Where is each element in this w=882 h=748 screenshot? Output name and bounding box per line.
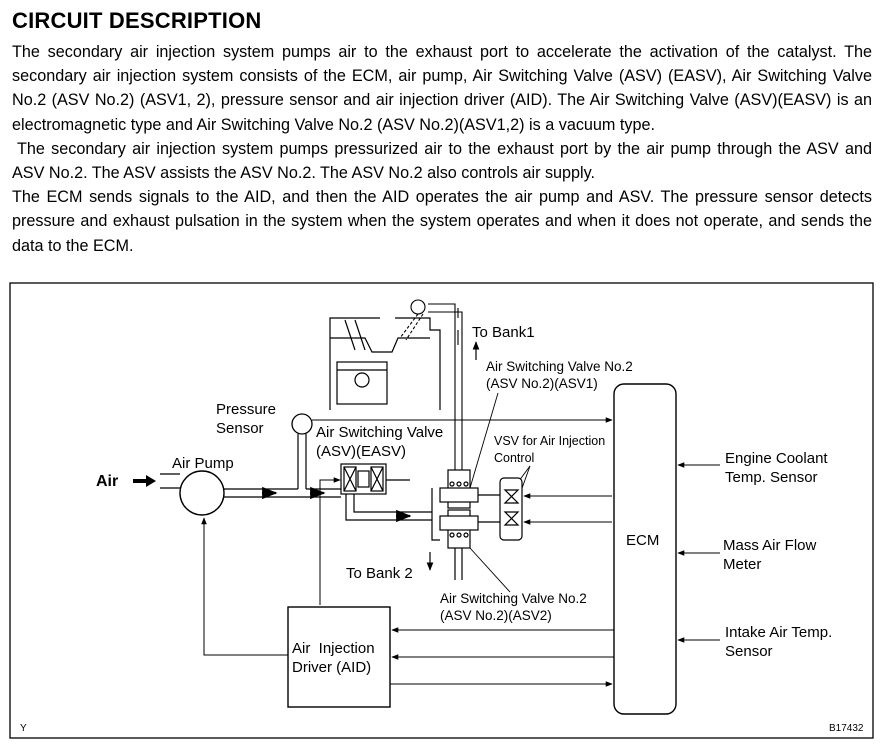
aid-label-line2: Driver (AID) [292, 659, 371, 676]
aid-label-line1: Air Injection [292, 640, 375, 657]
asv2-asv1-label-line2: (ASV No.2)(ASV1) [486, 376, 598, 391]
asv2-asv1-label-line1: Air Switching Valve No.2 [486, 359, 633, 374]
maf-label-line2: Meter [723, 556, 761, 573]
to-bank2-label: To Bank 2 [346, 565, 413, 582]
air-inlet-pipe [160, 473, 180, 489]
ect-sensor-label-line2: Temp. Sensor [725, 469, 818, 486]
description-paragraph-2: The secondary air injection system pumps… [12, 139, 872, 183]
engine-cylinder-icon [329, 317, 441, 410]
pressure-sensor-label-line1: Pressure [216, 401, 276, 418]
vacuum-lines [478, 494, 500, 523]
asv-no2-valve-icon [431, 469, 479, 580]
diagram-frame [9, 282, 874, 739]
air-pump-label: Air Pump [172, 455, 234, 472]
asv-label-line1: Air Switching Valve [316, 424, 443, 441]
to-bank1-label: To Bank1 [472, 324, 535, 341]
pressure-sensor-icon [291, 413, 313, 435]
maf-label-line1: Mass Air Flow [723, 537, 817, 554]
description-paragraph-3: The ECM sends signals to the AID, and th… [12, 188, 872, 255]
vsv-label-line2: Control [494, 451, 534, 465]
aid-to-asv-wire [319, 477, 341, 605]
asv2-leader-line [469, 547, 511, 593]
vsv-icon [499, 477, 523, 541]
pressure-sensor-label-line2: Sensor [216, 420, 264, 437]
figure-code: B17432 [829, 723, 864, 734]
asv1-leader-line [469, 392, 499, 489]
exhaust-air-injection-icon [399, 299, 463, 470]
asv2-asv2-label-line1: Air Switching Valve No.2 [440, 591, 587, 606]
vsv-label-line1: VSV for Air Injection [494, 434, 605, 448]
air-inlet-label: Air [96, 473, 118, 490]
air-pump-icon [179, 470, 225, 516]
asv-easv-icon [340, 463, 387, 495]
ect-sensor-label-line1: Engine Coolant [725, 450, 828, 467]
circuit-description: The secondary air injection system pumps… [12, 40, 872, 258]
corner-code-left: Y [20, 723, 27, 734]
ecm-label: ECM [626, 532, 659, 549]
iat-sensor-label-line2: Sensor [725, 643, 773, 660]
air-inlet-arrow [133, 475, 156, 487]
aid-to-air-pump-wire [201, 517, 290, 656]
iat-sensor-label-line1: Intake Air Temp. [725, 624, 832, 641]
page-title: CIRCUIT DESCRIPTION [12, 8, 262, 33]
pressure-sensor-hose [297, 434, 307, 489]
asv-label-line2: (ASV)(EASV) [316, 443, 406, 460]
description-paragraph-1: The secondary air injection system pumps… [12, 43, 872, 134]
aid-box [287, 606, 391, 708]
air-pipe [224, 479, 432, 521]
asv2-asv2-label-line2: (ASV No.2)(ASV2) [440, 608, 552, 623]
ecm-box [613, 383, 677, 715]
